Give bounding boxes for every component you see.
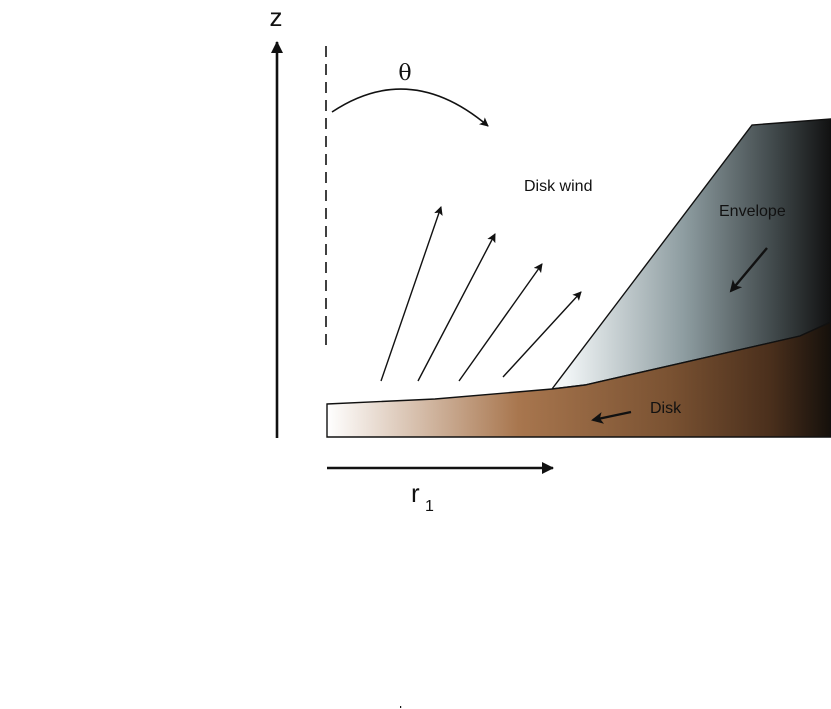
theta-curved-arrow-icon [331,88,489,127]
wind-arrow-4 [502,291,582,378]
disk-wind-label: Disk wind [524,178,592,195]
z-axis-label: z [270,2,283,32]
envelope-inflow-arrow-icon [729,247,768,293]
stray-dot [400,706,402,708]
envelope-label: Envelope [719,203,786,220]
disk-label: Disk [650,400,682,417]
r-axis-subscript: 1 [425,498,434,515]
wind-arrow-2 [417,233,496,382]
theta-label: θ [398,61,411,86]
disk-inflow-arrow-icon [591,410,632,424]
r-axis-label: r [411,478,420,508]
wind-arrow-3 [458,263,543,382]
disk-region [326,321,831,438]
wind-arrow-1 [380,206,443,382]
